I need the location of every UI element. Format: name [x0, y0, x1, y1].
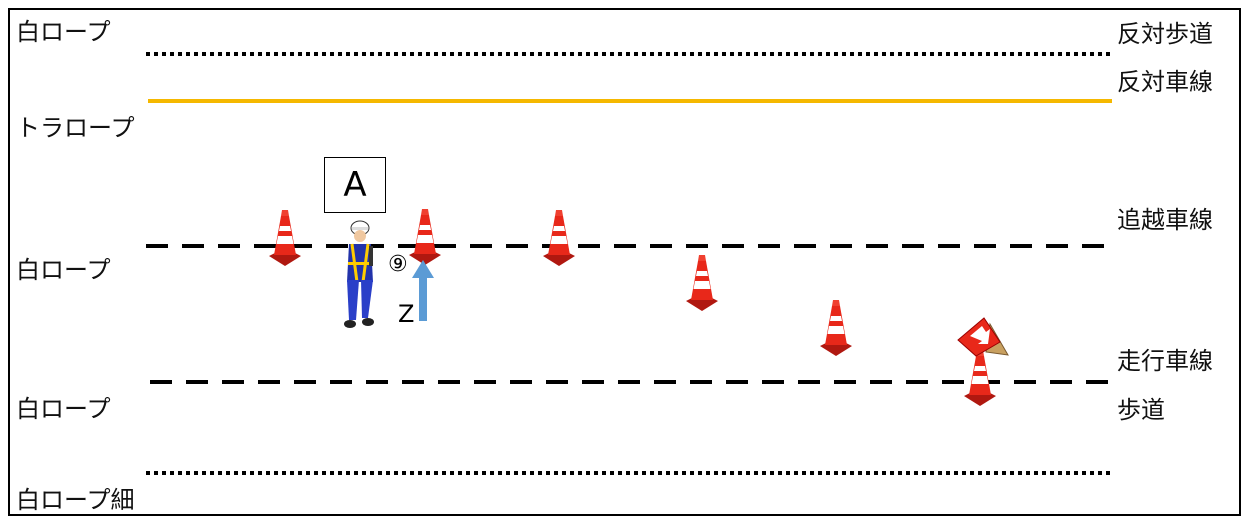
left-label-white-rope-2: 白ロープ: [16, 256, 111, 284]
traffic-cone-4: [686, 255, 718, 311]
flagger-worker-icon: [344, 220, 374, 328]
right-label-opposite-lane: 反対車線: [1117, 68, 1213, 96]
traffic-cone-5: [820, 300, 852, 356]
traffic-cone-1: [269, 210, 301, 266]
right-label-passing-lane: 追越車線: [1117, 206, 1213, 234]
traffic-cone-3: [543, 210, 575, 266]
left-label-white-rope-3: 白ロープ: [16, 395, 111, 423]
step-number: ⑨: [388, 252, 408, 277]
diagram-frame: [8, 8, 1241, 516]
traffic-cone-6: [964, 350, 996, 406]
arrow-board-sign: [957, 317, 1009, 357]
left-label-white-rope-1: 白ロープ: [16, 18, 111, 46]
traffic-cone-2: [409, 209, 441, 265]
right-label-driving-lane: 走行車線: [1117, 347, 1213, 375]
direction-label: Z: [398, 300, 415, 328]
right-label-opposite-sidewalk: 反対歩道: [1117, 20, 1213, 48]
left-label-tiger-rope: トラロープ: [16, 114, 135, 142]
direction-arrow-icon: [412, 260, 434, 321]
left-label-white-rope-thin: 白ロープ細: [16, 486, 135, 514]
marker-a-box: A: [324, 157, 386, 213]
right-label-sidewalk: 歩道: [1117, 396, 1165, 424]
